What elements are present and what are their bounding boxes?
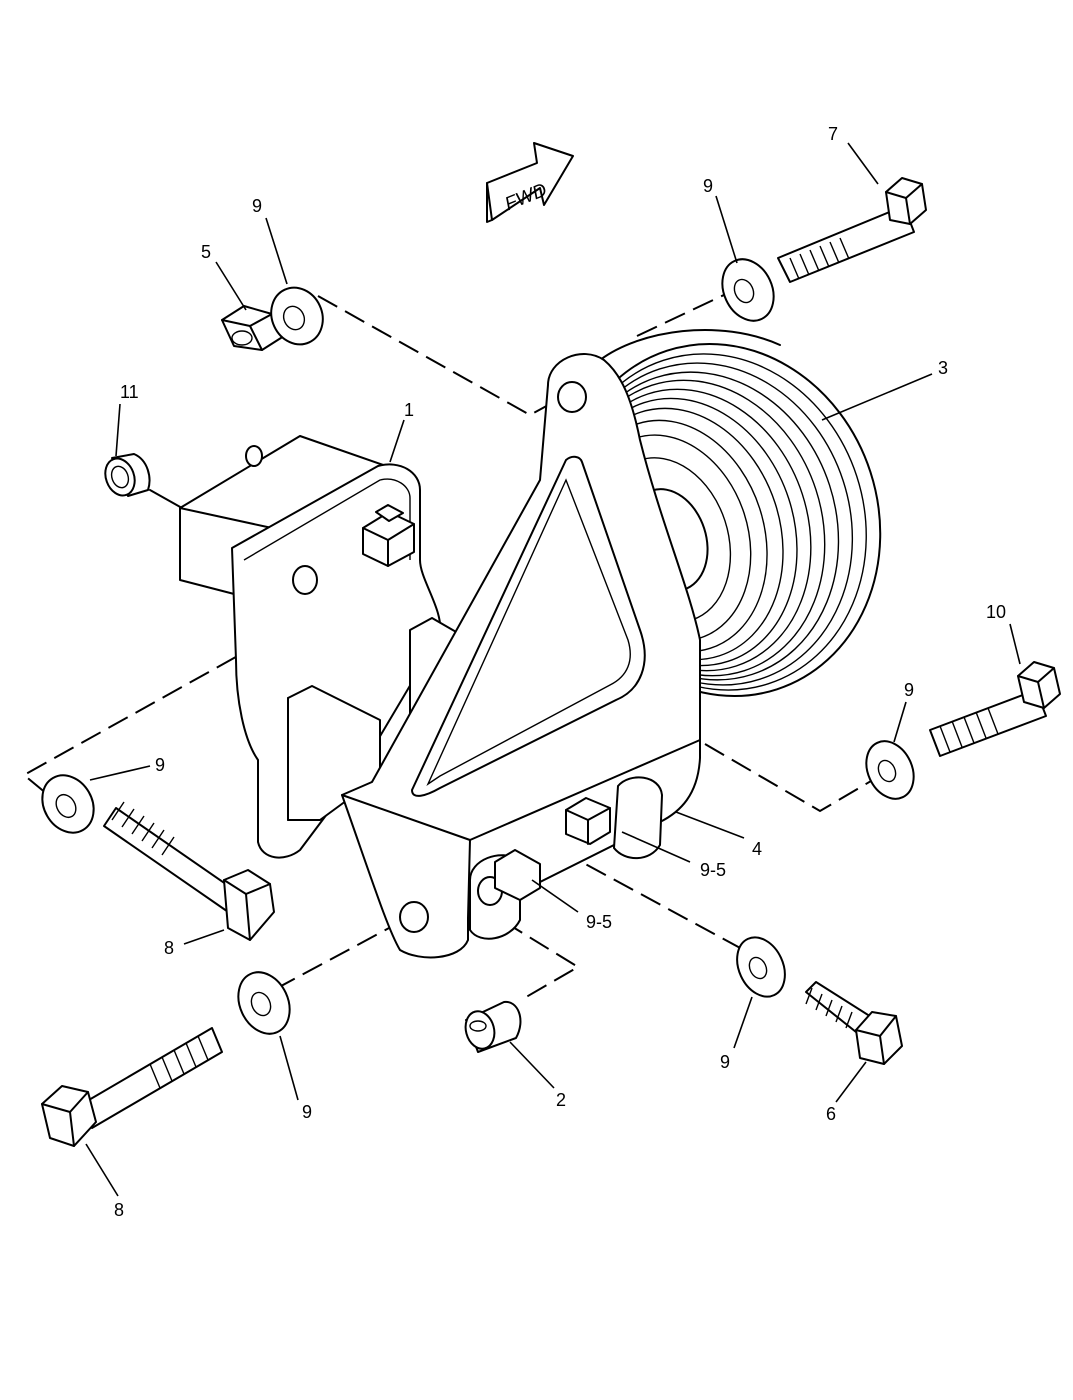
forward-direction-arrow: FWD	[486, 142, 574, 223]
callout-6: 6	[826, 1104, 836, 1124]
washer-part-9-top-right	[721, 258, 775, 322]
callout-9-bottom-right: 9	[720, 1052, 730, 1072]
callout-2: 2	[556, 1090, 566, 1110]
washer-part-9-right	[865, 740, 915, 800]
callout-11: 11	[120, 382, 139, 402]
callout-4: 4	[752, 839, 762, 859]
callout-9-top-left: 9	[252, 196, 262, 216]
callout-7: 7	[828, 124, 838, 144]
callout-9-left: 9	[155, 755, 165, 775]
callout-8-upper: 8	[164, 938, 174, 958]
bolt-part-8-lower	[41, 1027, 223, 1147]
leader-lines	[85, 142, 1021, 1197]
callout-9-bottom-left: 9	[302, 1102, 312, 1122]
callout-8-lower: 8	[114, 1200, 124, 1220]
callout-9-top-right: 9	[703, 176, 713, 196]
callout-labels: 7 9 9 5 3 11 1 10 9 9 4 9-5 9-5 8 2 9 9 …	[114, 124, 1006, 1220]
callout-3: 3	[938, 358, 948, 378]
callout-10: 10	[986, 602, 1006, 622]
callout-1: 1	[404, 400, 414, 420]
bolt-part-8-upper	[103, 801, 275, 941]
washer-part-9-left	[41, 774, 95, 834]
front-bracket-part-4	[341, 353, 701, 959]
callout-9-right: 9	[904, 680, 914, 700]
callout-5: 5	[201, 242, 211, 262]
sleeve-part-11	[104, 453, 183, 509]
bolt-part-10	[929, 661, 1061, 757]
bolt-part-7	[777, 177, 927, 283]
spacer-part-2	[464, 1000, 522, 1053]
washer-part-9-bottom-right	[736, 936, 786, 998]
callout-9-5-lower: 9-5	[586, 912, 612, 932]
callout-9-5-upper: 9-5	[700, 860, 726, 880]
washer-part-9-bottom-left	[237, 971, 291, 1035]
washer-part-9-top-left	[270, 286, 324, 346]
bolt-part-6	[805, 981, 903, 1065]
